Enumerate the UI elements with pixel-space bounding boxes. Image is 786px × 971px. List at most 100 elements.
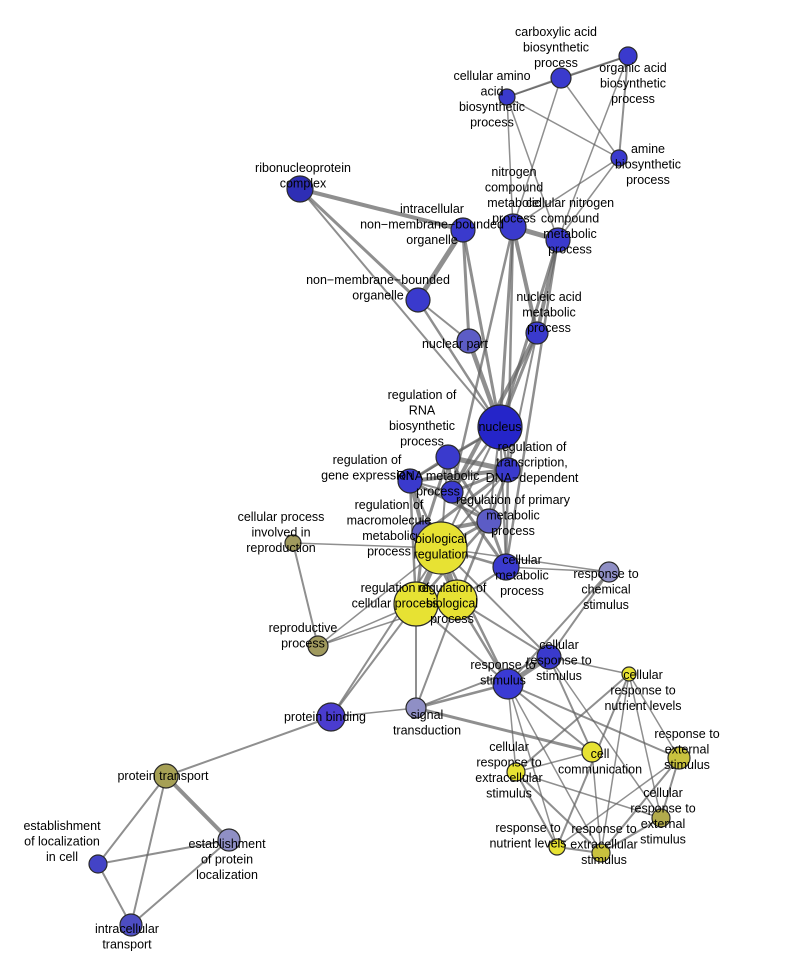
label-line: response to bbox=[495, 821, 560, 835]
edge-cell-communication--cellular-response-to-extracellular-stimulus bbox=[515, 751, 593, 773]
node-non-membrane-bounded-organelle[interactable] bbox=[405, 287, 431, 313]
node-cellular-metabolic-process[interactable] bbox=[492, 553, 520, 581]
node-protein-transport[interactable] bbox=[153, 763, 179, 789]
label-line: biological bbox=[415, 532, 467, 546]
edge-response-to-extracellular-stimulus--cellular-response-to-extracellular-stimulus bbox=[515, 771, 602, 854]
node-amine-biosynthetic-process[interactable] bbox=[610, 149, 628, 167]
node-regulation-of-primary-metabolic-process[interactable] bbox=[476, 508, 502, 534]
edge-nucleus--cellular-metabolic-process bbox=[499, 426, 507, 568]
label-line: regulation of primary bbox=[456, 493, 571, 507]
label-biological-regulation: biological regulation bbox=[414, 532, 469, 562]
edge-response-to-stimulus--response-to-nutrient-levels bbox=[507, 683, 558, 848]
node-protein-binding[interactable] bbox=[316, 702, 346, 732]
label-line: cellular amino bbox=[453, 69, 530, 83]
node-ribonucleoprotein-complex[interactable] bbox=[286, 175, 314, 203]
edge-amine-biosynthetic-process--cellular-nitrogen-compound-metabolic-process bbox=[557, 157, 620, 241]
node-response-to-stimulus[interactable] bbox=[492, 668, 524, 700]
label-line: of localization bbox=[24, 835, 100, 849]
label-line: cell bbox=[591, 747, 610, 761]
label-line: stimulus bbox=[583, 598, 629, 612]
label-line: RNA metabolic bbox=[397, 469, 480, 483]
node-nucleic-acid-metabolic-process[interactable] bbox=[525, 321, 549, 345]
node-regulation-of-transcription-dna-dependent[interactable] bbox=[495, 457, 521, 483]
node-signal-transduction[interactable] bbox=[405, 697, 427, 719]
label-line: metabolic bbox=[362, 529, 416, 543]
node-cellular-response-to-external-stimulus[interactable] bbox=[651, 808, 671, 828]
label-nucleus: nucleus bbox=[478, 420, 521, 434]
node-intracellular-transport[interactable] bbox=[119, 913, 143, 937]
edge-cellular-process-involved-in-reproduction--reproductive-process bbox=[292, 542, 319, 647]
node-response-to-chemical-stimulus[interactable] bbox=[598, 561, 620, 583]
node-response-to-external-stimulus[interactable] bbox=[667, 746, 691, 770]
node-establishment-of-protein-localization[interactable] bbox=[217, 828, 241, 852]
edge-organic-acid-biosynthetic-process--amine-biosynthetic-process bbox=[618, 55, 629, 159]
node-biological-regulation[interactable] bbox=[414, 521, 468, 575]
label-line: cellular bbox=[623, 668, 663, 682]
node-nucleus[interactable] bbox=[477, 404, 523, 450]
node-intracellular-non-membrane-bounded-organelle[interactable] bbox=[450, 217, 476, 243]
node-response-to-nutrient-levels[interactable] bbox=[548, 838, 566, 856]
edge-cellular-response-to-stimulus--response-to-chemical-stimulus bbox=[548, 571, 610, 658]
label-line: DNA−dependent bbox=[486, 471, 579, 485]
edge-regulation-of-transcription-dna-dependent--regulation-of-gene-expression bbox=[408, 468, 510, 483]
node-cellular-amino-acid-biosynthetic-process[interactable] bbox=[498, 88, 516, 106]
edge-cell-communication--signal-transduction bbox=[414, 706, 594, 754]
node-carboxylic-acid-biosynthetic-process[interactable] bbox=[550, 67, 572, 89]
node-cellular-response-to-nutrient-levels[interactable] bbox=[621, 666, 637, 682]
node-cell-communication[interactable] bbox=[581, 741, 603, 763]
label-line: process bbox=[470, 116, 514, 130]
node-regulation-of-gene-expression[interactable] bbox=[397, 468, 423, 494]
node-nuclear-part[interactable] bbox=[456, 328, 482, 354]
label-line: macromolecule bbox=[347, 514, 432, 528]
label-line: amine bbox=[631, 142, 665, 156]
node-nitrogen-compound-metabolic-process[interactable] bbox=[499, 213, 527, 241]
label-line: metabolic bbox=[495, 569, 549, 583]
node-organic-acid-biosynthetic-process[interactable] bbox=[618, 46, 638, 66]
label-line: response to bbox=[573, 567, 638, 581]
label-line: transcription, bbox=[496, 456, 568, 470]
edge-cellular-response-to-nutrient-levels--cellular-response-to-external-stimulus bbox=[628, 673, 662, 819]
label-line: response to bbox=[630, 802, 695, 816]
node-regulation-of-rna-biosynthetic-process[interactable] bbox=[435, 444, 461, 470]
label-line: stimulus bbox=[664, 758, 710, 772]
edge-cellular-amino-acid-biosynthetic-process--nitrogen-compound-metabolic-process bbox=[506, 96, 514, 228]
node-regulation-of-biological-process[interactable] bbox=[436, 579, 478, 621]
label-line: protein transport bbox=[117, 769, 209, 783]
edge-protein-transport--establishment-of-protein-localization bbox=[164, 774, 231, 842]
label-line: cellular process bbox=[238, 510, 325, 524]
node-reproductive-process[interactable] bbox=[307, 635, 329, 657]
node-establishment-of-localization-in-cell[interactable] bbox=[88, 854, 108, 874]
node-cellular-process-involved-in-reproduction[interactable] bbox=[284, 534, 302, 552]
edge-cellular-response-to-stimulus--cellular-response-to-external-stimulus bbox=[548, 656, 662, 819]
edge-cellular-response-to-stimulus--signal-transduction bbox=[415, 656, 550, 709]
label-line: reproductive bbox=[269, 621, 338, 635]
node-rna-metabolic-process[interactable] bbox=[440, 480, 464, 504]
node-cellular-response-to-extracellular-stimulus[interactable] bbox=[506, 762, 526, 782]
label-line: establishment bbox=[188, 837, 266, 851]
label-line: of protein bbox=[201, 853, 253, 867]
node-cellular-response-to-stimulus[interactable] bbox=[536, 644, 562, 670]
label-line: non−membrane−bounded bbox=[360, 218, 504, 232]
label-line: intracellular bbox=[95, 922, 159, 936]
label-line: biosynthetic bbox=[615, 158, 681, 172]
edge-carboxylic-acid-biosynthetic-process--nitrogen-compound-metabolic-process bbox=[512, 77, 562, 228]
label-line: regulation bbox=[414, 548, 469, 562]
node-response-to-extracellular-stimulus[interactable] bbox=[591, 843, 611, 863]
edge-ribonucleoprotein-complex--intracellular-non-membrane-bounded-organelle bbox=[298, 187, 465, 232]
node-cellular-nitrogen-compound-metabolic-process[interactable] bbox=[545, 227, 571, 253]
label-line: process bbox=[534, 56, 578, 70]
